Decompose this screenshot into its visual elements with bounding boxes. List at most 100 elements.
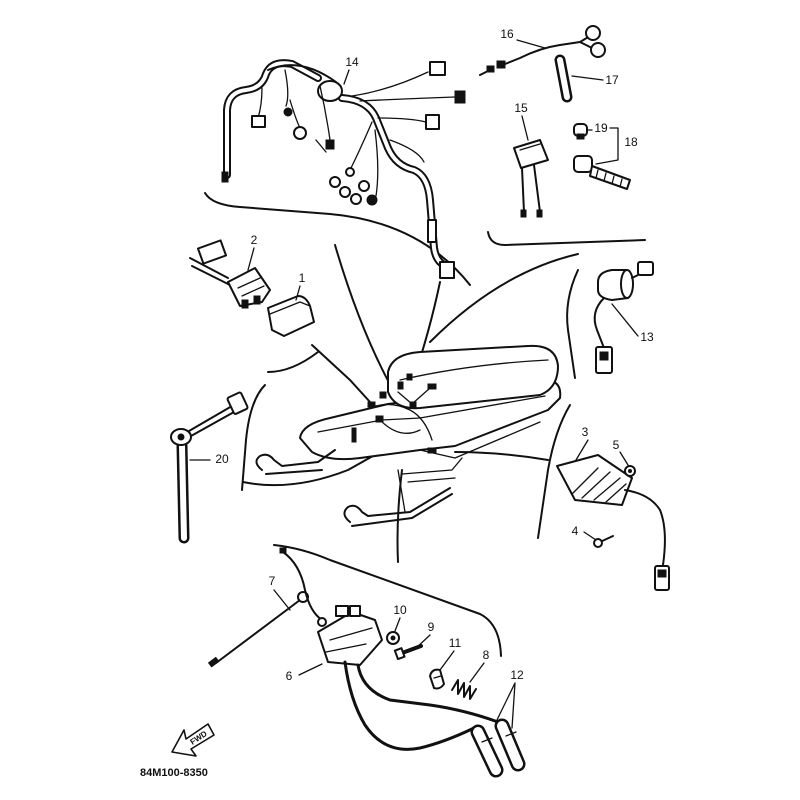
boundary-top-right-group bbox=[487, 231, 646, 246]
harness-branch bbox=[349, 121, 379, 197]
harness-branch bbox=[284, 69, 301, 129]
harness-connector bbox=[345, 167, 355, 177]
ski-leg bbox=[397, 469, 406, 513]
callout-14: 14 bbox=[345, 55, 359, 69]
harness-connector bbox=[366, 194, 378, 206]
sensor-20 bbox=[170, 391, 249, 544]
body-connector bbox=[379, 391, 387, 399]
body-connector bbox=[397, 381, 404, 390]
cap-19 bbox=[573, 123, 588, 140]
spring-8 bbox=[451, 679, 477, 700]
callout-6: 6 bbox=[286, 669, 293, 683]
callout-leaders bbox=[189, 39, 639, 729]
boundary-relay-group bbox=[267, 351, 319, 373]
harness-connector bbox=[350, 193, 362, 205]
leader-harness-to-body bbox=[334, 244, 393, 389]
body-connector bbox=[367, 401, 376, 408]
forward-arrow-icon: FWD bbox=[171, 723, 215, 757]
body-connector bbox=[427, 447, 437, 454]
boundary-sensor-group bbox=[241, 384, 266, 491]
harness-end-connector bbox=[439, 261, 455, 279]
body-connector bbox=[409, 401, 417, 409]
harness-branch bbox=[315, 85, 331, 153]
harness-connector bbox=[339, 186, 351, 198]
harness-connector bbox=[454, 90, 466, 104]
callout-16: 16 bbox=[500, 27, 514, 41]
group-boundaries bbox=[204, 192, 646, 657]
lead-wire-cap bbox=[590, 42, 606, 58]
leader-ignition-to-body bbox=[396, 469, 403, 563]
harness-connector bbox=[251, 115, 266, 128]
callout-7: 7 bbox=[269, 574, 276, 588]
callout-20: 20 bbox=[215, 452, 229, 466]
boundary-key-switch-group bbox=[566, 269, 579, 379]
leader-sensor-to-body bbox=[242, 451, 381, 487]
callout-12: 12 bbox=[510, 668, 524, 682]
callout-13: 13 bbox=[640, 330, 654, 344]
harness-connector bbox=[283, 107, 293, 117]
key-icon bbox=[637, 261, 654, 276]
track bbox=[401, 457, 463, 483]
nut-10 bbox=[386, 631, 400, 645]
unit-15 bbox=[513, 139, 549, 218]
callout-9: 9 bbox=[428, 620, 435, 634]
hood-line bbox=[317, 395, 546, 433]
holder-18 bbox=[573, 155, 631, 190]
callout-1: 1 bbox=[299, 271, 306, 285]
callout-18: 18 bbox=[624, 135, 638, 149]
leader-regulator-to-body bbox=[454, 451, 549, 461]
lead-wire-cap bbox=[585, 25, 601, 41]
body-connector bbox=[427, 383, 437, 390]
callout-2: 2 bbox=[251, 233, 258, 247]
harness-connector bbox=[429, 61, 446, 76]
regulator-3 bbox=[556, 454, 670, 591]
callout-11: 11 bbox=[449, 636, 462, 650]
callout-4: 4 bbox=[572, 524, 579, 538]
harness-connector bbox=[358, 180, 370, 192]
bolt-9 bbox=[393, 644, 423, 661]
callout-numbers: 1 2 3 4 5 6 7 8 9 10 11 12 13 14 15 16 1… bbox=[215, 27, 654, 683]
main-switch-13 bbox=[593, 261, 654, 374]
ski-right bbox=[343, 487, 453, 527]
harness-upper-cable bbox=[267, 64, 337, 83]
plug-caps-12 bbox=[470, 718, 526, 778]
part-code: 84M100-8350 bbox=[140, 767, 208, 779]
boundary-ignition-group bbox=[273, 544, 502, 657]
harness-connector bbox=[293, 126, 307, 140]
connector-2 bbox=[189, 239, 271, 309]
callout-15: 15 bbox=[514, 101, 528, 115]
relay-1 bbox=[267, 295, 315, 337]
nut-5 bbox=[624, 465, 636, 477]
callout-17: 17 bbox=[605, 73, 619, 87]
connector-block bbox=[427, 219, 437, 243]
callout-19: 19 bbox=[594, 121, 608, 135]
leader-top-right-to-body bbox=[429, 253, 579, 343]
ignition-coil-6 bbox=[279, 547, 383, 666]
lead-wire-connector bbox=[486, 65, 495, 73]
body-connector bbox=[406, 373, 413, 381]
harness-connector bbox=[325, 139, 335, 150]
body-connector bbox=[375, 415, 384, 423]
harness-grommet bbox=[317, 80, 343, 102]
harness-branch bbox=[359, 96, 456, 102]
callout-5: 5 bbox=[613, 438, 620, 452]
bolt-4 bbox=[593, 535, 614, 548]
high-tension-leads bbox=[343, 660, 500, 751]
seat-seam bbox=[399, 359, 549, 381]
leader-relay-to-body bbox=[311, 344, 371, 403]
boundary-harness-group bbox=[204, 192, 471, 286]
body-connector bbox=[351, 427, 357, 443]
callout-10: 10 bbox=[393, 603, 407, 617]
callout-3: 3 bbox=[582, 425, 589, 439]
callout-8: 8 bbox=[483, 648, 490, 662]
lead-wire-16 bbox=[479, 25, 606, 76]
pin-17 bbox=[554, 54, 573, 103]
harness-branch bbox=[351, 71, 429, 97]
seat bbox=[387, 344, 559, 410]
clip-11 bbox=[429, 668, 445, 690]
harness-branch bbox=[389, 139, 425, 163]
ground-wire-7 bbox=[207, 591, 309, 668]
ski-left bbox=[255, 449, 336, 475]
harness-branch bbox=[377, 117, 427, 123]
